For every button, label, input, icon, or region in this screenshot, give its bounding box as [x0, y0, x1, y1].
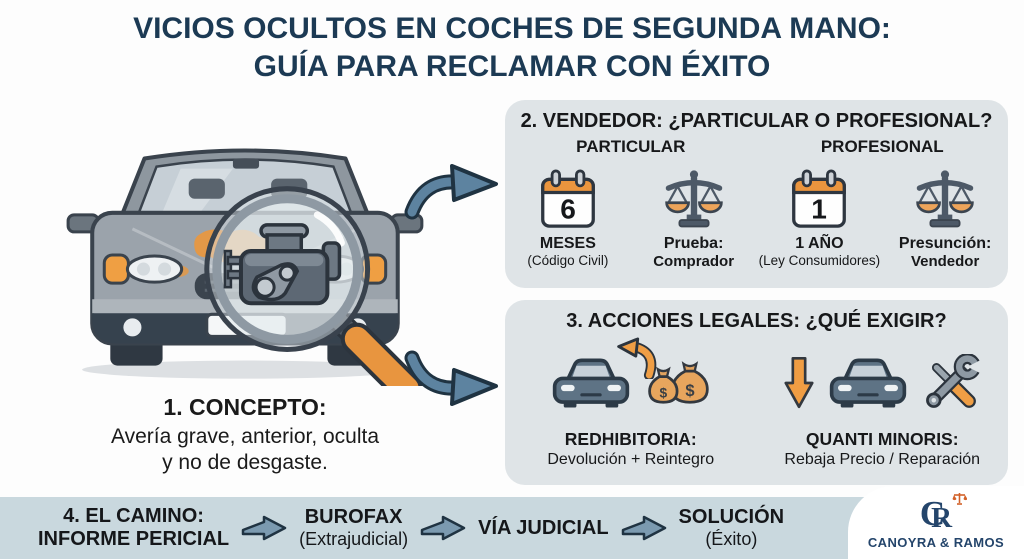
right-arrow-icon — [241, 515, 287, 541]
action-sublabel: Devolución + Reintegro — [547, 451, 715, 468]
step-line1: VÍA JUDICIAL — [478, 516, 609, 539]
action-sublabel: Rebaja Precio / Reparación — [784, 451, 981, 468]
step-line2: (Éxito) — [705, 529, 758, 550]
quanti-minoris-label-block: QUANTI MINORIS: Rebaja Precio / Reparaci… — [757, 429, 1009, 469]
car-icon — [552, 358, 629, 408]
quanti-minoris-icons — [757, 339, 1009, 427]
path-step-burofax: BUROFAX (Extrajudicial) — [299, 506, 408, 550]
path-step-via-judicial: VÍA JUDICIAL — [478, 517, 608, 540]
money-bags-icon: $ $ — [647, 361, 709, 404]
price-down-arrow-icon — [784, 356, 814, 409]
mini-scales-icon — [952, 493, 968, 505]
vendor-item-label: 1 AÑO — [795, 235, 844, 252]
action-label: REDHIBITORIA: — [564, 429, 697, 449]
logo-name: CANOYRA & RAMOS — [867, 535, 1005, 550]
vendor-item-meses: 6 MESES (Código Civil) — [505, 159, 631, 271]
calendar-icon: 6 — [505, 159, 631, 231]
vendor-item-sublabel: Comprador — [653, 252, 735, 270]
page-title-line2: GUÍA PARA RECLAMAR CON ÉXITO — [253, 50, 771, 83]
concept-line1: Avería grave, anterior, oculta — [110, 425, 380, 448]
right-arrow-icon — [621, 515, 666, 541]
step-line1: BUROFAX — [304, 506, 403, 529]
return-arrow-icon — [605, 337, 659, 384]
vendor-item-prueba: Prueba: Comprador — [631, 159, 757, 271]
vendor-item-label: Presunción: — [898, 235, 992, 252]
calendar-icon: 1 — [757, 159, 883, 231]
step-line1: 4. EL CAMINO: — [63, 505, 204, 527]
column-label-profesional: PROFESIONAL — [820, 137, 944, 156]
vendor-item-sublabel: Vendedor — [910, 252, 980, 270]
calendar-number: 1 — [812, 194, 828, 225]
calendar-number: 6 — [560, 194, 576, 225]
logo-monogram: CR — [919, 493, 968, 534]
scales-icon — [882, 159, 1008, 231]
concept-heading: 1. CONCEPTO: — [163, 394, 327, 420]
step-line2: INFORME PERICIAL — [38, 528, 230, 550]
monogram-letter-r: R — [931, 502, 953, 534]
right-arrow-icon — [420, 515, 466, 541]
redhibitoria-icons: $ $ — [505, 337, 757, 427]
scales-icon — [631, 159, 757, 231]
step-line2: (Extrajudicial) — [299, 529, 409, 550]
action-label: QUANTI MINORIS: — [805, 429, 959, 449]
dollar-symbol: $ — [659, 386, 667, 401]
curved-arrow-to-actions-icon — [404, 340, 504, 424]
vendor-item-sublabel: (Código Civil) — [527, 252, 609, 268]
page-title-line1: VICIOS OCULTOS EN COCHES DE SEGUNDA MANO… — [133, 12, 891, 45]
concept-section: 1. CONCEPTO: Avería grave, anterior, ocu… — [28, 394, 462, 477]
vendor-panel: 2. VENDEDOR: ¿PARTICULAR O PROFESIONAL? … — [505, 100, 1008, 288]
curved-arrow-to-vendor-icon — [404, 146, 504, 230]
vendor-item-sublabel: (Ley Consumidores) — [758, 252, 881, 268]
dollar-symbol: $ — [685, 382, 694, 400]
redhibitoria-label-block: REDHIBITORIA: Devolución + Reintegro — [505, 429, 757, 469]
vendor-item-label: Prueba: — [663, 235, 724, 252]
column-label-particular: PARTICULAR — [576, 137, 686, 156]
vendor-item-anio: 1 1 AÑO (Ley Consumidores) — [757, 159, 883, 271]
car-magnifier-engine-icon — [66, 148, 424, 405]
actions-heading: 3. ACCIONES LEGALES: ¿QUÉ EXIGIR? — [566, 310, 947, 332]
path-step-informe-pericial: 4. EL CAMINO: INFORME PERICIAL — [38, 505, 229, 551]
concept-line2: y no de desgaste. — [162, 451, 328, 475]
car-inspection-illustration — [48, 116, 450, 405]
car-icon — [830, 358, 907, 408]
step-line1: SOLUCIÓN — [678, 506, 785, 529]
logo-panel: CR CANOYRA & RAMOS — [848, 486, 1024, 559]
repair-tools-icon — [926, 354, 981, 408]
monogram-letter-c: C — [919, 494, 946, 533]
vendor-item-label: MESES — [539, 235, 596, 252]
path-step-solucion: SOLUCIÓN (Éxito) — [679, 506, 785, 550]
legal-actions-panel: 3. ACCIONES LEGALES: ¿QUÉ EXIGIR? — [505, 300, 1008, 485]
vendor-item-presuncion: Presunción: Vendedor — [882, 159, 1008, 271]
vendor-heading: 2. VENDEDOR: ¿PARTICULAR O PROFESIONAL? — [520, 110, 993, 132]
